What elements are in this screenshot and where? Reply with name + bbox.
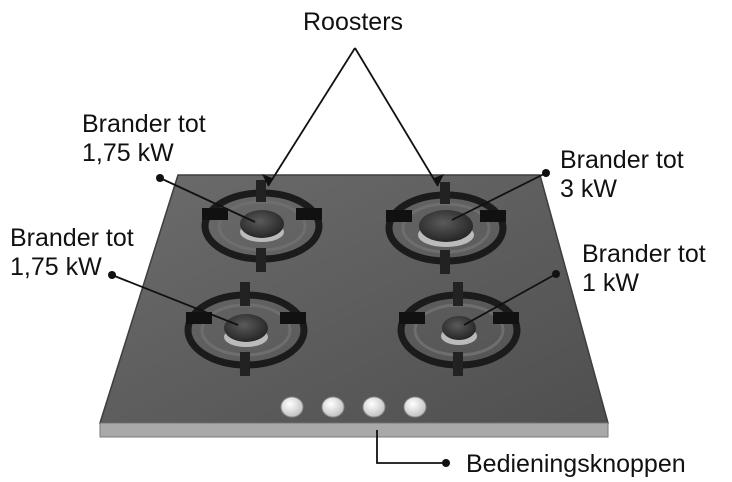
control-knob[interactable] (321, 396, 345, 418)
grate-arm (440, 182, 450, 204)
arrowhead-roosters-left (262, 174, 272, 186)
label-line: 1 kW (582, 269, 639, 297)
leader-burner-bottom-left (111, 274, 239, 326)
label-line: Brander tot (560, 146, 684, 174)
burner-cap (442, 316, 476, 340)
leader-dots (108, 169, 560, 467)
grate-arm (186, 312, 212, 324)
grate-arm (296, 208, 322, 220)
control-knob[interactable] (403, 396, 427, 418)
label-line: 3 kW (560, 175, 617, 203)
burner-cap (224, 314, 268, 342)
control-knob[interactable] (362, 396, 386, 418)
label-line: 1,75 kW (82, 139, 174, 167)
grate-arm (480, 210, 506, 222)
grate-arm (386, 210, 412, 222)
leader-burner-bottom-right (463, 273, 557, 326)
leader-lines (111, 47, 557, 464)
grate-arm (256, 180, 266, 202)
cooktop-front-edge (99, 422, 609, 438)
grate-arm (493, 312, 519, 324)
grate-arm (240, 352, 250, 376)
grate-arm (440, 250, 450, 274)
dot-burner-top-left (156, 174, 164, 182)
grate-arm (240, 282, 250, 306)
burner-cap (419, 210, 473, 242)
grate-arm (399, 312, 425, 324)
burner-bottom-right (397, 282, 521, 376)
leader-burner-top-right (451, 172, 547, 221)
leader-burner-top-left (159, 177, 256, 223)
control-knobs (280, 396, 427, 418)
burner-top-left (201, 180, 323, 272)
label-line: Brander tot (582, 240, 706, 268)
label-roosters: Roosters (303, 8, 404, 36)
dot-burner-bottom-right (552, 270, 560, 278)
grate-arm (453, 352, 463, 376)
label-control-knobs: Bedieningsknoppen (466, 450, 686, 478)
leader-knobs (376, 430, 446, 464)
dot-knobs (442, 459, 450, 467)
grate-arm (202, 208, 228, 220)
label-burner-bottom-left: Brander tot 1,75 kW (10, 224, 134, 282)
dot-burner-top-right (542, 169, 550, 177)
label-burner-bottom-right: Brander tot 1 kW (582, 240, 706, 298)
label-line: 1,75 kW (10, 253, 102, 281)
burner-cap (240, 210, 284, 238)
label-line: Brander tot (82, 110, 206, 138)
cooktop-glass (98, 174, 609, 424)
control-knob[interactable] (280, 396, 304, 418)
dot-burner-bottom-left (108, 271, 116, 279)
burner-bottom-left (184, 282, 308, 376)
grate-arm (256, 248, 266, 272)
burner-top-right (385, 182, 507, 274)
label-line: Brander tot (10, 224, 134, 252)
arrowhead-roosters-right (434, 174, 444, 186)
cooktop (98, 174, 609, 438)
label-burner-top-left: Brander tot 1,75 kW (82, 110, 206, 168)
leader-roosters-left (267, 47, 356, 187)
grate-arm (280, 312, 306, 324)
grate-arm (453, 282, 463, 306)
leader-roosters-right (354, 47, 439, 187)
label-burner-top-right: Brander tot 3 kW (560, 146, 684, 204)
